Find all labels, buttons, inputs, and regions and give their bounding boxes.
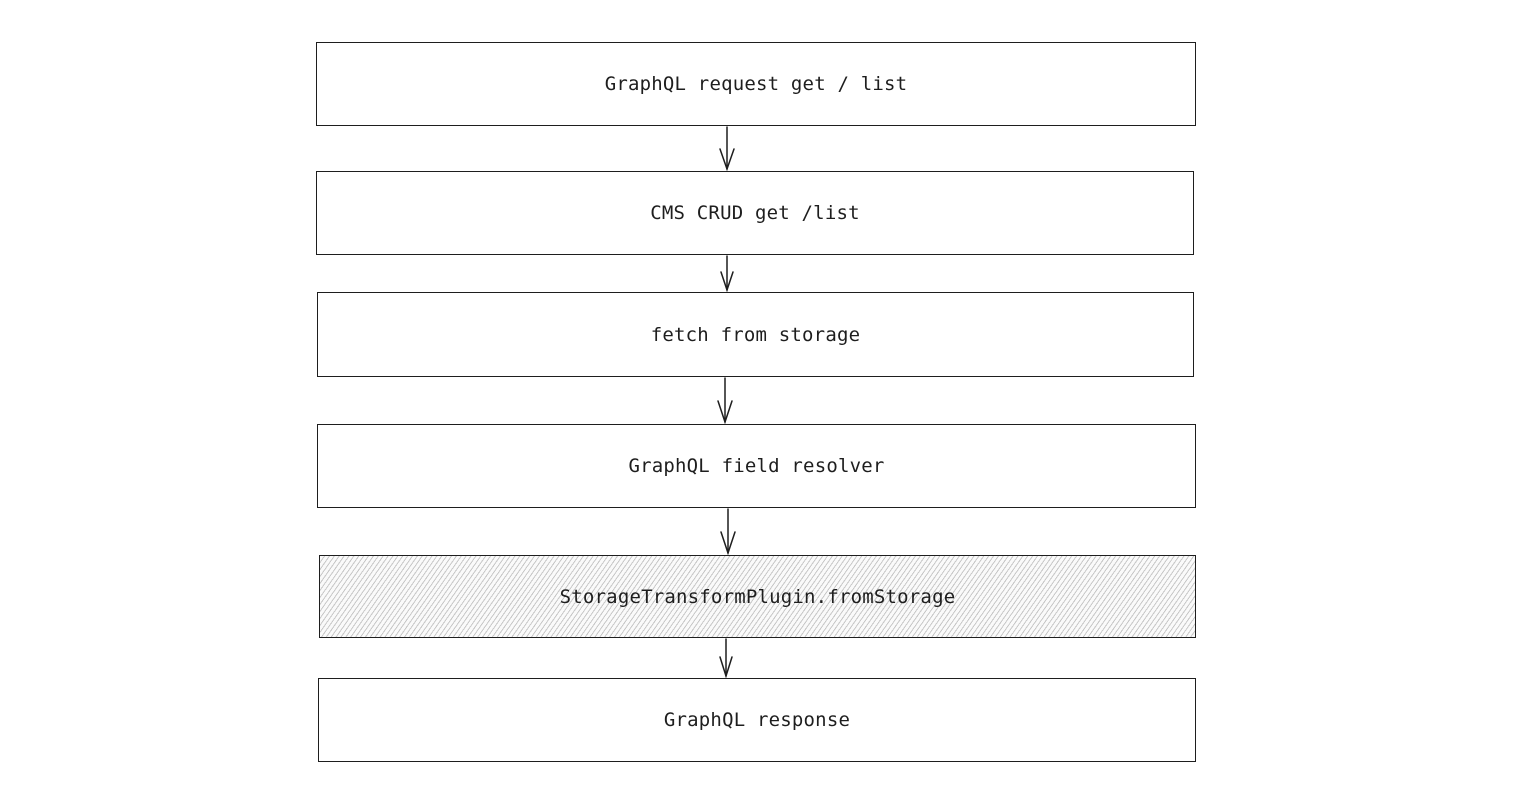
arrow-down-icon: [720, 255, 734, 293]
step-cms-crud: CMS CRUD get /list: [316, 171, 1194, 255]
step-storage-transform-plugin: StorageTransformPlugin.fromStorage: [319, 555, 1196, 638]
arrow-down-icon: [719, 638, 733, 679]
step-graphql-response: GraphQL response: [318, 678, 1196, 762]
step-label: GraphQL request get / list: [604, 73, 908, 95]
step-graphql-request: GraphQL request get / list: [316, 42, 1196, 126]
step-label: GraphQL response: [663, 709, 851, 731]
step-fetch-from-storage: fetch from storage: [317, 292, 1194, 377]
arrow-down-icon: [720, 508, 736, 556]
step-label: fetch from storage: [650, 323, 861, 346]
arrow-down-icon: [719, 126, 735, 172]
step-graphql-field-resolver: GraphQL field resolver: [317, 424, 1196, 508]
step-label: GraphQL field resolver: [628, 455, 885, 477]
step-label: CMS CRUD get /list: [650, 202, 860, 224]
step-label: StorageTransformPlugin.fromStorage: [559, 585, 956, 608]
arrow-down-icon: [717, 377, 733, 425]
